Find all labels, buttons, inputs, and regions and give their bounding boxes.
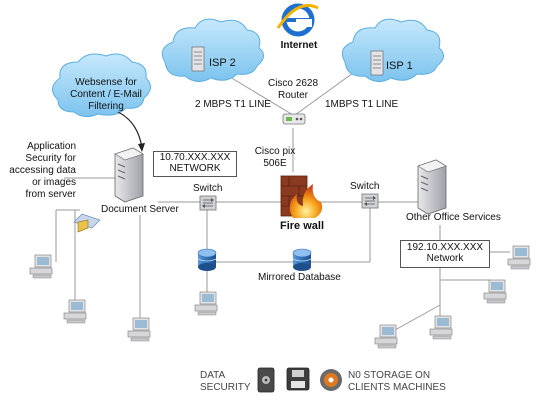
websense-line1: Websense for <box>75 77 137 88</box>
isp1-label: ISP 1 <box>386 60 413 72</box>
firewall-icon <box>280 175 323 218</box>
switch-right-icon <box>361 193 379 209</box>
websense-cloud <box>52 53 151 118</box>
shield-lock-icon <box>73 213 101 233</box>
other-office-label: Other Office Services <box>406 212 501 223</box>
desktop-pc-icon-4 <box>194 291 218 316</box>
network-right-line1: 192.10.XXX.XXX <box>406 242 484 253</box>
network-left-line2: NETWORK <box>169 163 221 174</box>
legend-item2-line2: CLIENTS MACHINES <box>348 382 446 393</box>
legend-item1-line1: DATA <box>200 370 226 381</box>
legend-no-storage: N0 STORAGE ON CLIENTS MACHINES <box>348 370 446 394</box>
app-security-label: Application Security for accessing data … <box>4 141 76 201</box>
desktop-pc-icon-7 <box>429 315 453 340</box>
line-left-label: 2 MBPS T1 LINE <box>195 99 271 110</box>
hdd-icon <box>257 367 275 393</box>
desktop-pc-icon-6 <box>483 279 507 304</box>
ie-internet-icon <box>276 3 319 37</box>
legend-item1-line2: SECURITY <box>200 382 251 393</box>
router-label-line1: Cisco 2628 <box>267 78 319 89</box>
document-server-label: Document Server <box>101 204 179 215</box>
other-office-server-icon <box>417 159 447 215</box>
switch-left-icon <box>199 195 217 211</box>
app-security-line1: Application <box>27 141 76 152</box>
desktop-pc-icon-2 <box>63 299 87 324</box>
floppy-icon <box>286 367 310 391</box>
router-label: Cisco 2628 Router <box>262 78 324 102</box>
desktop-pc-icon-3 <box>127 317 151 342</box>
router-label-line2: Router <box>277 90 308 101</box>
legend-data-security: DATA SECURITY <box>200 370 252 394</box>
app-security-line4: or images <box>32 177 76 188</box>
router-icon <box>282 113 306 125</box>
websense-arrow-head <box>138 143 145 152</box>
legend-item2-line1: N0 STORAGE ON <box>348 370 431 381</box>
websense-line3: Filtering <box>88 101 124 112</box>
firewall-label: Fire wall <box>280 220 325 232</box>
websense-label: Websense for Content / E-Mail Filtering <box>58 77 154 113</box>
websense-line2: Content / E-Mail <box>70 89 142 100</box>
network-left-line1: 10.70.XXX.XXX <box>159 152 231 163</box>
isp2-label: ISP 2 <box>209 57 236 69</box>
internet-label: Internet <box>280 40 318 51</box>
network-right-box: 192.10.XXX.XXX Network <box>400 240 490 268</box>
app-security-line3: accessing data <box>9 165 76 176</box>
cisco-pix-line2: 506E <box>263 158 287 169</box>
cisco-pix-line1: Cisco pix <box>254 146 296 157</box>
cisco-pix-label: Cisco pix 506E <box>252 146 298 170</box>
isp2-cloud <box>161 18 264 82</box>
mirrored-db-label: Mirrored Database <box>258 272 341 283</box>
database-icon-left <box>197 248 217 272</box>
desktop-pc-icon-8 <box>374 324 398 349</box>
disc-icon <box>320 369 342 391</box>
isp1-cloud <box>341 18 444 82</box>
network-left-box: 10.70.XXX.XXX NETWORK <box>153 151 237 177</box>
database-icon-right <box>292 248 312 272</box>
network-right-line2: Network <box>426 253 464 264</box>
switch-left-label: Switch <box>193 183 223 194</box>
line-right-label: 1MBPS T1 LINE <box>325 99 399 110</box>
desktop-pc-icon-1 <box>29 254 53 279</box>
desktop-pc-icon-5 <box>507 245 531 270</box>
isp2-server-icon <box>191 46 205 72</box>
isp1-server-icon <box>370 50 384 76</box>
websense-arrow <box>117 111 143 149</box>
app-security-line5: from server <box>25 189 76 200</box>
switch-right-label: Switch <box>350 181 380 192</box>
tower-server-icon <box>114 147 144 203</box>
app-security-line2: Security for <box>25 153 76 164</box>
